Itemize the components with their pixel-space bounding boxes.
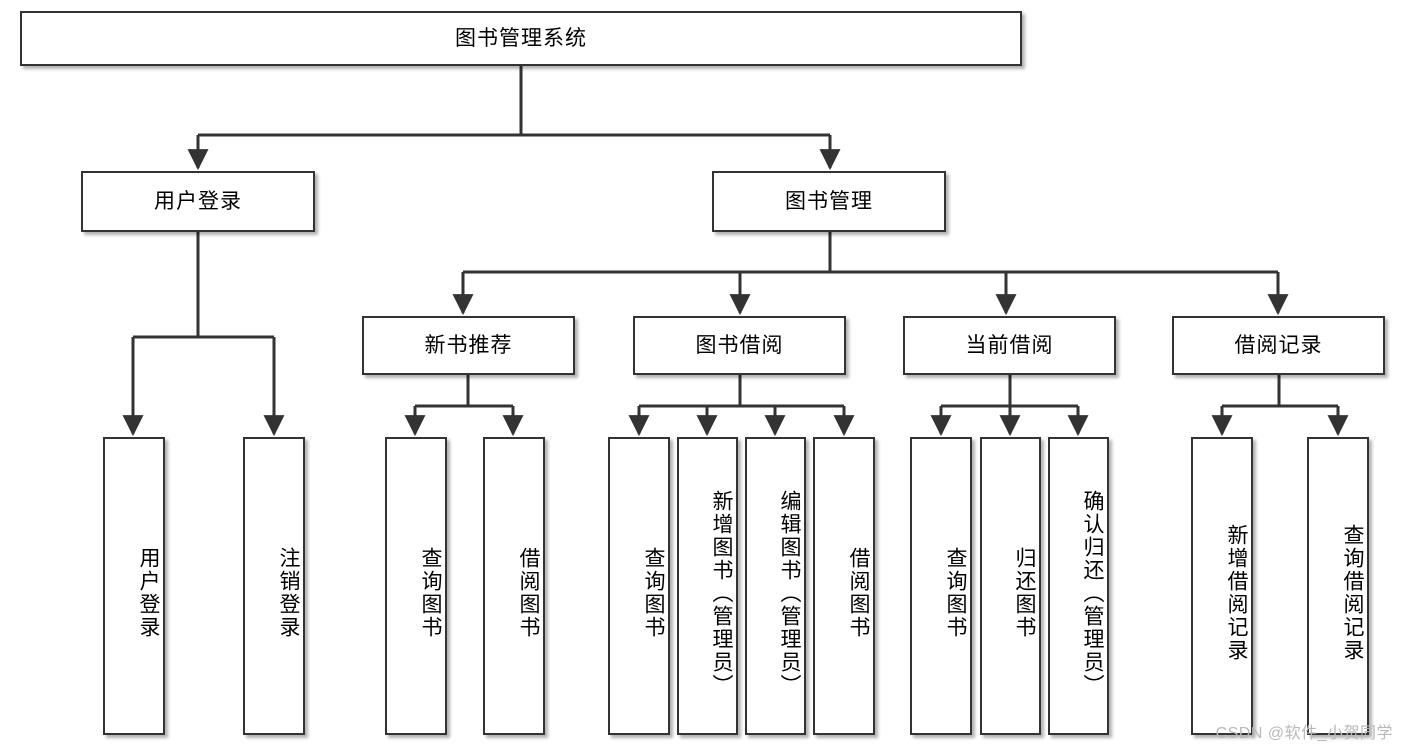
node-book-borrow[interactable]: 图书借阅 bbox=[633, 316, 846, 375]
node-book-management[interactable]: 图书管理 bbox=[712, 171, 946, 232]
watermark: CSDN @软件_小贺同学 bbox=[1215, 725, 1393, 742]
node-book-borrow-label: 图书借阅 bbox=[695, 333, 784, 357]
node-leaf-return-book[interactable]: 归还图书 bbox=[980, 437, 1041, 735]
node-leaf-borrow-book-2-label: 借阅图书 bbox=[847, 547, 870, 639]
node-leaf-add-book[interactable]: 新增图书（管理员） bbox=[677, 437, 738, 735]
node-leaf-query-book-1-label: 查询图书 bbox=[419, 547, 442, 639]
node-leaf-add-record[interactable]: 新增借阅记录 bbox=[1191, 437, 1253, 735]
node-leaf-confirm-return[interactable]: 确认归还（管理员） bbox=[1048, 437, 1109, 735]
node-leaf-add-record-label: 新增借阅记录 bbox=[1225, 524, 1248, 662]
node-leaf-user-login[interactable]: 用户登录 bbox=[103, 437, 165, 735]
node-leaf-edit-book-label: 编辑图书（管理员） bbox=[778, 489, 801, 697]
node-leaf-confirm-return-label: 确认归还（管理员） bbox=[1081, 489, 1104, 697]
node-book-management-label: 图书管理 bbox=[785, 189, 873, 213]
node-leaf-logout-login-label: 注销登录 bbox=[277, 547, 300, 639]
node-leaf-borrow-book-2[interactable]: 借阅图书 bbox=[813, 437, 875, 735]
node-borrow-record-label: 借阅记录 bbox=[1234, 333, 1323, 357]
node-current-borrow[interactable]: 当前借阅 bbox=[903, 316, 1116, 375]
node-leaf-query-book-3-label: 查询图书 bbox=[944, 547, 967, 639]
node-borrow-record[interactable]: 借阅记录 bbox=[1172, 316, 1385, 375]
node-root[interactable]: 图书管理系统 bbox=[20, 11, 1022, 66]
node-leaf-query-record-label: 查询借阅记录 bbox=[1341, 524, 1364, 662]
node-leaf-borrow-book-1[interactable]: 借阅图书 bbox=[483, 437, 545, 735]
node-current-borrow-label: 当前借阅 bbox=[965, 333, 1054, 357]
node-user-login[interactable]: 用户登录 bbox=[81, 171, 315, 232]
node-leaf-query-book-2[interactable]: 查询图书 bbox=[608, 437, 670, 735]
node-leaf-query-record[interactable]: 查询借阅记录 bbox=[1307, 437, 1369, 735]
node-leaf-query-book-2-label: 查询图书 bbox=[642, 547, 665, 639]
node-leaf-borrow-book-1-label: 借阅图书 bbox=[517, 547, 540, 639]
node-leaf-logout-login[interactable]: 注销登录 bbox=[243, 437, 305, 735]
node-leaf-user-login-label: 用户登录 bbox=[137, 547, 160, 639]
node-user-login-label: 用户登录 bbox=[154, 189, 242, 213]
node-leaf-query-book-3[interactable]: 查询图书 bbox=[910, 437, 972, 735]
node-leaf-query-book-1[interactable]: 查询图书 bbox=[385, 437, 447, 735]
node-root-label: 图书管理系统 bbox=[455, 26, 587, 50]
node-new-book-recommend-label: 新书推荐 bbox=[424, 333, 513, 357]
node-leaf-return-book-label: 归还图书 bbox=[1013, 547, 1036, 639]
node-new-book-recommend[interactable]: 新书推荐 bbox=[362, 316, 575, 375]
node-leaf-edit-book[interactable]: 编辑图书（管理员） bbox=[745, 437, 806, 735]
node-leaf-add-book-label: 新增图书（管理员） bbox=[710, 489, 733, 697]
